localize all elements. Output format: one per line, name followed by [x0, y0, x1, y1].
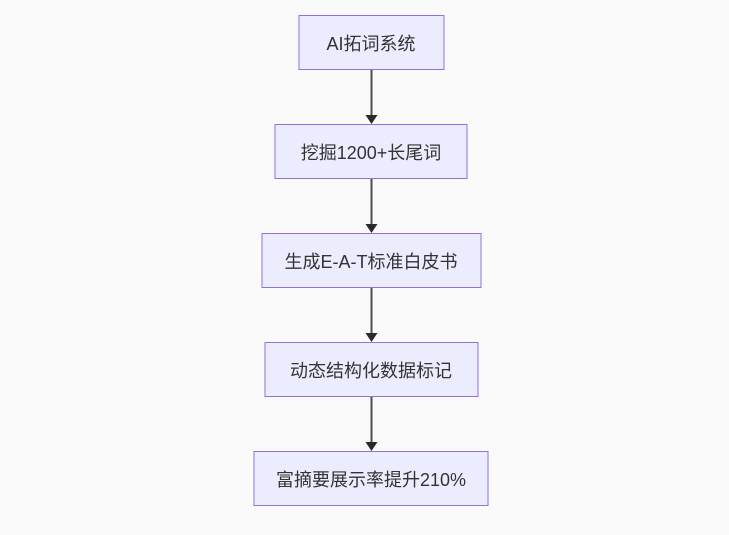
- flow-node-label: 挖掘1200+长尾词: [300, 142, 442, 163]
- flow-arrow-d-e: [364, 397, 378, 451]
- arrowhead-down-icon: [365, 224, 377, 233]
- arrow-line: [370, 288, 372, 333]
- arrowhead-down-icon: [365, 442, 377, 451]
- flow-node-label: AI拓词系统: [326, 33, 416, 54]
- flow-node-rich-snippet-uplift: 富摘要展示率提升210%: [253, 451, 489, 506]
- flow-node-label: 动态结构化数据标记: [290, 360, 452, 381]
- flow-node-label: 富摘要展示率提升210%: [275, 469, 467, 490]
- flow-node-longtail-mining: 挖掘1200+长尾词: [274, 124, 468, 179]
- arrowhead-down-icon: [365, 115, 377, 124]
- flow-arrow-b-c: [364, 179, 378, 233]
- flow-node-ai-keyword-system: AI拓词系统: [298, 15, 444, 70]
- flow-node-eat-whitepaper: 生成E-A-T标准白皮书: [261, 233, 481, 288]
- arrow-line: [370, 397, 372, 442]
- flow-arrow-c-d: [364, 288, 378, 342]
- flow-node-label: 生成E-A-T标准白皮书: [284, 251, 458, 272]
- flow-node-structured-data-markup: 动态结构化数据标记: [264, 342, 478, 397]
- flowchart: AI拓词系统 挖掘1200+长尾词 生成E-A-T标准白皮书 动态结构化数据标记: [253, 15, 489, 506]
- arrow-line: [370, 179, 372, 224]
- arrow-line: [370, 70, 372, 115]
- arrowhead-down-icon: [365, 333, 377, 342]
- flow-arrow-a-b: [364, 70, 378, 124]
